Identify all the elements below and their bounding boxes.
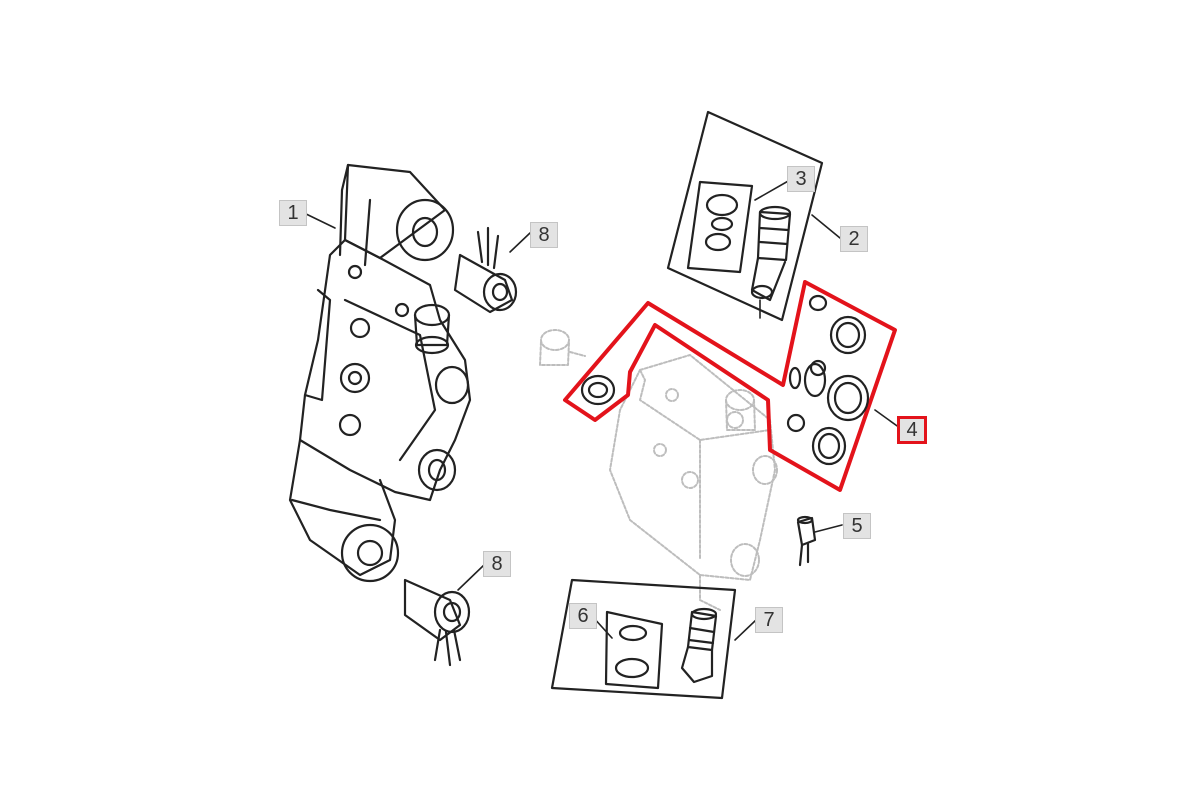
callout-5[interactable]: 5	[843, 513, 871, 539]
solenoid-coil-upper	[453, 226, 518, 314]
sensor-part	[796, 515, 817, 567]
callout-7[interactable]: 7	[755, 607, 783, 633]
valve-body-faded	[539, 329, 778, 611]
callout-6[interactable]: 6	[569, 603, 597, 629]
callout-4[interactable]: 4	[897, 416, 927, 444]
leader-lines	[301, 179, 901, 641]
relief-valve-kit	[550, 578, 737, 700]
callout-8-lower[interactable]: 8	[483, 551, 511, 577]
callout-1[interactable]: 1	[279, 200, 307, 226]
control-valve-assembly	[288, 163, 472, 583]
callout-2[interactable]: 2	[840, 226, 868, 252]
callout-3[interactable]: 3	[787, 166, 815, 192]
solenoid-coil-lower	[403, 578, 471, 667]
callout-8-upper[interactable]: 8	[530, 222, 558, 248]
seal-kit-outline	[563, 280, 897, 492]
seal-kit-highlight	[563, 280, 897, 492]
cartridge-valve-kit	[666, 110, 824, 322]
